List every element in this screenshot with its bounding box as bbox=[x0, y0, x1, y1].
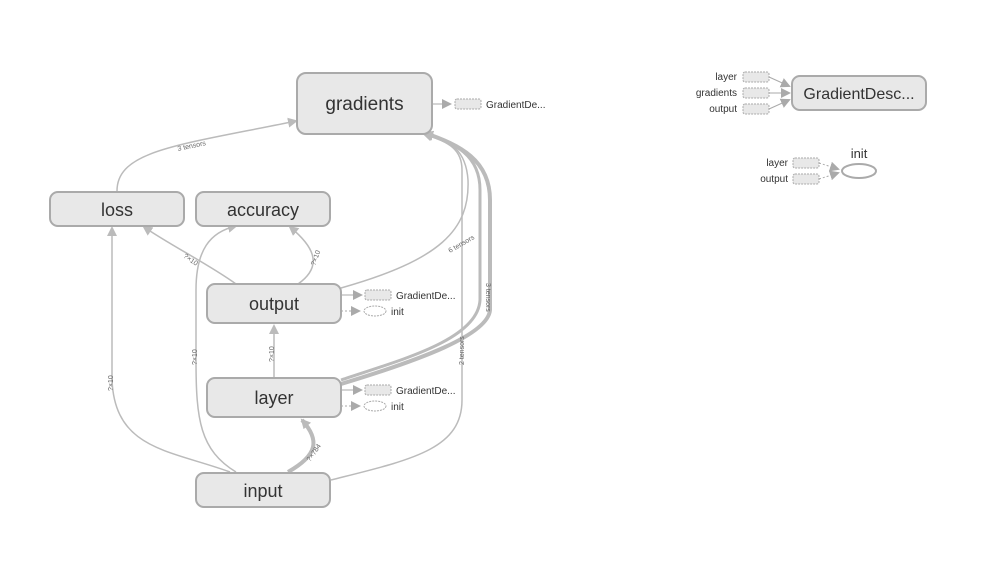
node-gradients-label: gradients bbox=[325, 94, 403, 115]
edge-output-loss bbox=[142, 225, 237, 285]
stub-layer-gd[interactable] bbox=[364, 384, 392, 396]
node-init-label: init bbox=[851, 146, 868, 161]
edge-label-output-accuracy: ?×10 bbox=[310, 249, 322, 266]
stub-output-init-label: init bbox=[391, 307, 404, 318]
stub-layer-gd-label: GradientDe... bbox=[396, 386, 455, 397]
aux-gd-inputs: layer gradients output bbox=[696, 71, 770, 115]
node-layer-label: layer bbox=[254, 388, 293, 408]
stub-gradients-gd[interactable] bbox=[454, 98, 482, 110]
node-gradients[interactable]: gradients bbox=[296, 72, 433, 135]
edge-label-input-accuracy: ?×10 bbox=[192, 349, 199, 365]
aux-gd-input-gradients: gradients bbox=[696, 88, 737, 99]
node-output[interactable]: output bbox=[206, 283, 342, 324]
node-layer[interactable]: layer bbox=[206, 377, 342, 418]
aux-init-input-layer: layer bbox=[766, 158, 788, 169]
edge-label-layer-output: ?×10 bbox=[269, 346, 276, 362]
node-gradient-descent-label: GradientDesc... bbox=[803, 86, 914, 103]
aux-gd-input-layer: layer bbox=[715, 72, 737, 83]
stub-output-init[interactable] bbox=[363, 305, 387, 317]
edge-label-layer-gradients: 3 tensors bbox=[484, 283, 491, 312]
edge-output-accuracy bbox=[288, 225, 314, 285]
node-output-label: output bbox=[249, 294, 299, 314]
node-input[interactable]: input bbox=[195, 472, 331, 508]
stub-layer-init[interactable] bbox=[363, 400, 387, 412]
node-loss-label: loss bbox=[101, 200, 133, 220]
edge-input-accuracy bbox=[195, 222, 238, 473]
edge-label-loss-gradients: 3 tensors bbox=[177, 140, 207, 153]
edge-input-loss bbox=[107, 226, 231, 473]
stub-layer-init-label: init bbox=[391, 402, 404, 413]
edge-input-layer-thick bbox=[287, 418, 316, 474]
edge-label-output-loss: ?×10 bbox=[182, 253, 199, 268]
stub-output-gd-label: GradientDe... bbox=[396, 291, 455, 302]
edge-label-input-loss: ?×10 bbox=[108, 375, 115, 391]
edge-input-gradients bbox=[330, 131, 463, 481]
aux-init-input-output: output bbox=[760, 174, 788, 185]
node-accuracy[interactable]: accuracy bbox=[195, 191, 331, 227]
edge-output-gradients bbox=[340, 131, 469, 289]
edge-loss-gradients bbox=[116, 117, 298, 192]
stub-output-gd[interactable] bbox=[364, 289, 392, 301]
node-loss[interactable]: loss bbox=[49, 191, 185, 227]
aux-gd-input-output: output bbox=[709, 104, 737, 115]
stub-gradients-gd-label: GradientDe... bbox=[486, 100, 545, 111]
node-accuracy-label: accuracy bbox=[227, 200, 299, 220]
node-input-label: input bbox=[243, 481, 282, 501]
edge-label-input-gradients: 2 tensors bbox=[459, 336, 466, 365]
aux-init-inputs: layer output bbox=[760, 157, 820, 185]
edge-layer-gradients-thick bbox=[340, 130, 492, 386]
node-init[interactable]: init bbox=[841, 146, 877, 179]
edge-layer-gradients-thick2 bbox=[340, 132, 482, 382]
node-gradient-descent[interactable]: GradientDesc... bbox=[791, 75, 927, 111]
